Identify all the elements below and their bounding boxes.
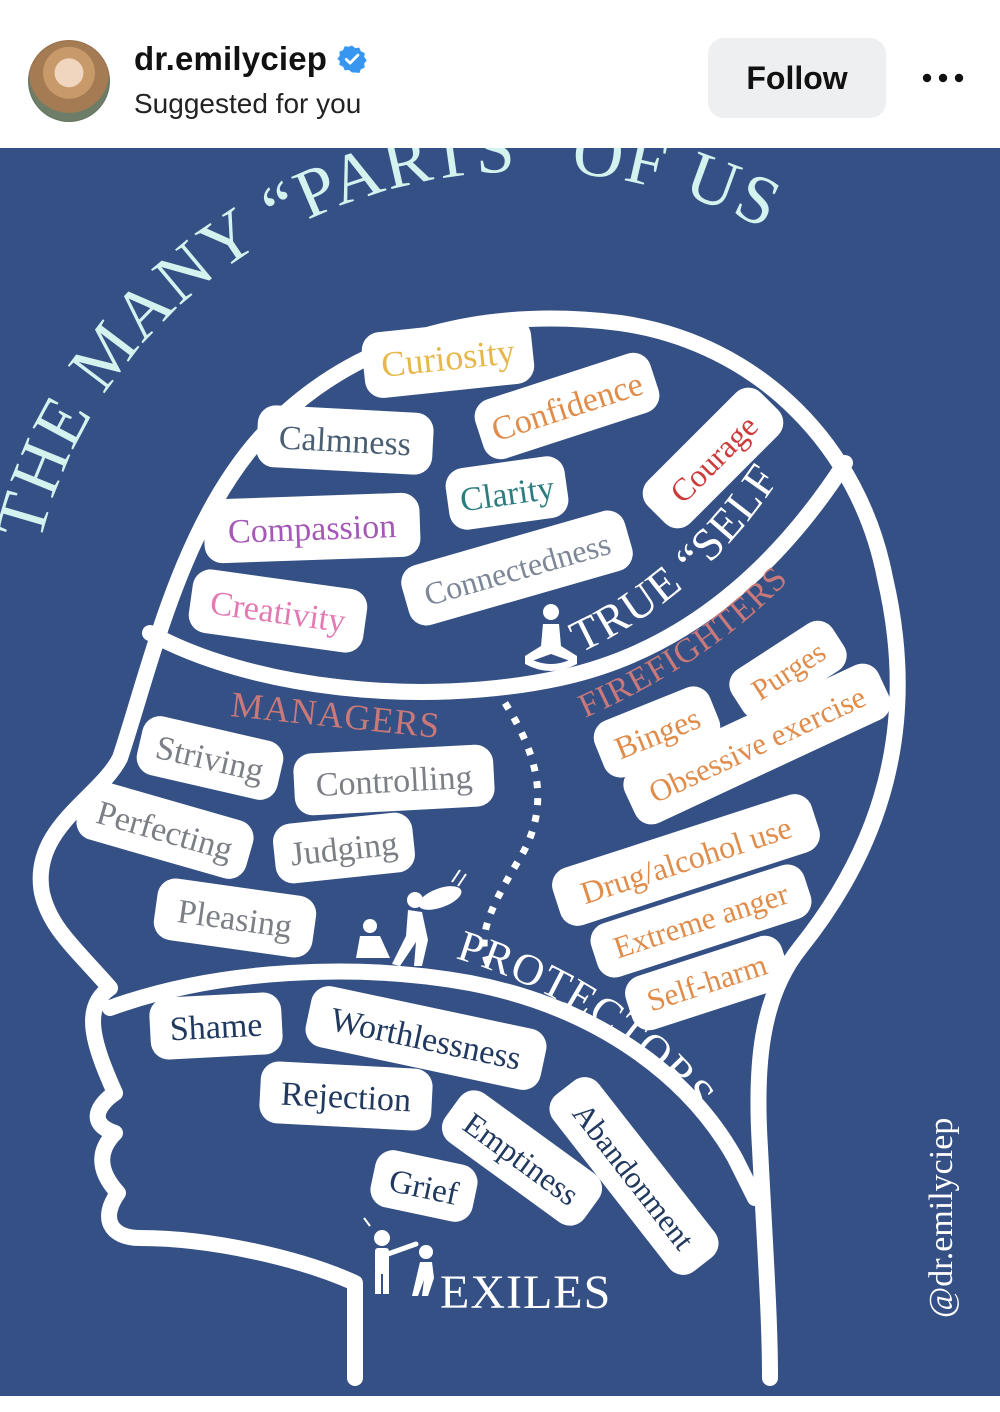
profile-avatar[interactable] <box>28 40 110 122</box>
username-link[interactable]: dr.emilyciep <box>134 40 327 78</box>
label-calmness: Calmness <box>255 404 434 475</box>
label-shame: Shame <box>148 992 283 1061</box>
more-options-button[interactable] <box>910 58 976 98</box>
watermark-handle: @dr.emilyciep <box>923 1118 960 1318</box>
feed-bottom-edge <box>0 1396 1000 1412</box>
exiles-label: EXILES <box>440 1266 611 1319</box>
svg-text:Compassion: Compassion <box>227 508 396 551</box>
label-controlling: Controlling <box>293 744 496 816</box>
label-rejection: Rejection <box>258 1061 433 1132</box>
svg-text:Rejection: Rejection <box>280 1076 412 1120</box>
username-row: dr.emilyciep <box>134 40 367 78</box>
post-header: dr.emilyciep Suggested for you Follow <box>0 0 1000 148</box>
label-compassion: Compassion <box>203 492 421 563</box>
svg-text:Shame: Shame <box>169 1007 263 1049</box>
suggested-label: Suggested for you <box>134 88 361 120</box>
follow-button[interactable]: Follow <box>708 38 886 118</box>
verified-badge-icon <box>337 44 367 74</box>
more-horizontal-icon <box>921 72 965 84</box>
post-image[interactable]: THE MANY “PARTS” OF US Curiosity Calmnes… <box>0 148 1000 1396</box>
svg-text:Calmness: Calmness <box>278 420 412 464</box>
